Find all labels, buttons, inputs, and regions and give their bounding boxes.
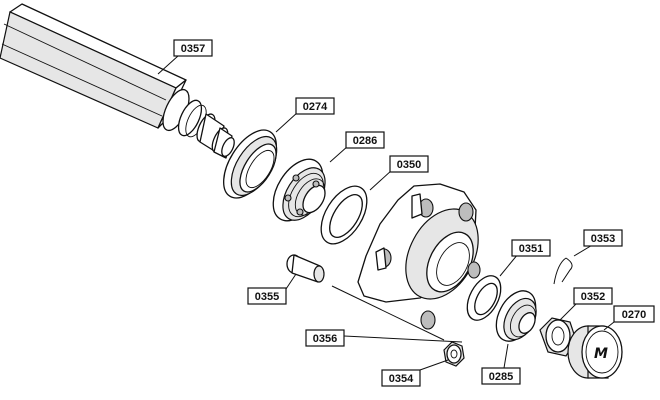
svg-text:0286: 0286 xyxy=(353,135,377,147)
label-lug-nut: 0354 xyxy=(381,369,421,387)
label-axle: 0357 xyxy=(173,39,213,57)
label-hub: 0356 xyxy=(305,329,345,347)
label-castle-nut: 0352 xyxy=(573,287,613,305)
label-inner-ring: 0350 xyxy=(389,155,429,173)
cap-logo-text: M xyxy=(594,346,608,362)
svg-text:0351: 0351 xyxy=(519,243,543,255)
outer-ring-part xyxy=(466,275,502,321)
label-inner-bearing: 0286 xyxy=(345,131,385,149)
svg-text:0274: 0274 xyxy=(303,101,328,113)
castle-nut-part xyxy=(539,317,577,357)
svg-text:0356: 0356 xyxy=(313,333,337,345)
cotter-pin-part xyxy=(553,257,573,285)
outer-bearing-part xyxy=(495,290,537,342)
label-seal: 0274 xyxy=(295,97,335,115)
label-dust-cap: 0270 xyxy=(613,305,655,323)
wheel-hub-part xyxy=(357,183,481,330)
svg-text:0357: 0357 xyxy=(181,43,205,55)
wheel-stud-part xyxy=(286,254,325,283)
inner-ring-part xyxy=(320,185,368,245)
svg-text:0285: 0285 xyxy=(489,371,513,383)
svg-text:0270: 0270 xyxy=(622,309,646,321)
svg-text:0354: 0354 xyxy=(389,373,414,385)
label-outer-bearing: 0285 xyxy=(481,367,521,385)
svg-text:0352: 0352 xyxy=(581,291,605,303)
svg-text:0353: 0353 xyxy=(591,233,615,245)
svg-text:0350: 0350 xyxy=(397,159,421,171)
svg-text:0355: 0355 xyxy=(255,291,279,303)
inner-bearing-part xyxy=(272,158,326,222)
label-cotter-pin: 0353 xyxy=(583,229,623,247)
label-outer-ring: 0351 xyxy=(511,239,551,257)
leader-lines xyxy=(157,55,615,371)
label-wheel-stud: 0355 xyxy=(247,287,287,305)
lug-nut-part xyxy=(443,341,465,367)
axle-part xyxy=(0,3,235,159)
dust-cap-part: M xyxy=(567,325,623,379)
grease-seal-part xyxy=(223,129,278,199)
